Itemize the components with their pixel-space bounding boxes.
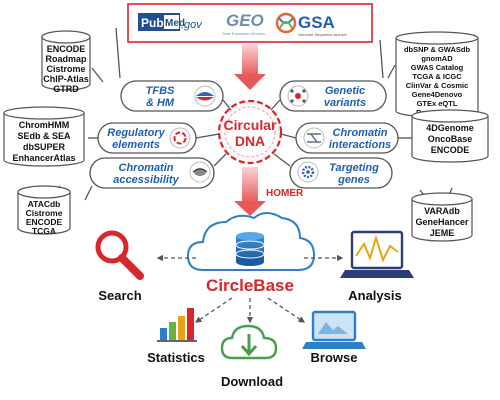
feature-arrows	[156, 254, 344, 324]
gsa-name: GSA	[298, 13, 335, 32]
browse-label: Browse	[311, 350, 358, 365]
analysis-label: Analysis	[348, 288, 401, 303]
sources-to-dna-arrow	[234, 44, 266, 90]
geo-name: GEO	[226, 11, 264, 30]
genetic-db-2: GWAS Catalog	[411, 63, 464, 72]
pubmed-logo: Pub Med .gov	[138, 13, 203, 31]
category-chromatin-interactions: Chromatin interactions	[295, 122, 399, 154]
targeting-label-line1: Targeting	[329, 162, 379, 174]
tfbs-db-1: Roadmap	[45, 54, 87, 64]
pubmed-med-text: Med	[165, 18, 185, 29]
regulatory-db-3: EnhancerAtlas	[12, 153, 75, 163]
homer-arrow: HOMER	[234, 167, 304, 216]
category-genetic-variants: Genetic variants	[279, 80, 387, 112]
gsa-logo: GSA Genome Sequence Archive	[275, 12, 347, 37]
tfbs-databases: ENCODE Roadmap Cistrome ChIP-Atlas GTRD	[41, 30, 91, 94]
targeting-db-0: VARAdb	[424, 206, 460, 216]
category-regulatory-elements: Regulatory elements	[97, 122, 197, 154]
search-label: Search	[98, 288, 141, 303]
database-icon	[235, 232, 265, 266]
laptop-icon	[302, 310, 366, 349]
bar-chart-icon	[157, 308, 197, 342]
search-feature[interactable]: Search	[95, 230, 144, 303]
pubmed-pub-text: Pub	[141, 16, 164, 30]
regulatory-db-2: dbSUPER	[23, 142, 66, 152]
gear-icon	[297, 161, 319, 183]
tfbs-label-line2: & HM	[146, 97, 175, 109]
accessibility-db-1: Cistrome	[26, 208, 63, 218]
genetic-db-1: gnomAD	[421, 54, 453, 63]
regulatory-db-1: SEdb & SEA	[17, 131, 71, 141]
targeting-label-line2: genes	[337, 174, 370, 186]
interactions-label-line1: Chromatin	[333, 127, 388, 139]
pubmed-suffix-text: .gov	[181, 19, 203, 31]
category-targeting-genes: Targeting genes	[289, 157, 393, 189]
recycle-icon	[169, 127, 191, 149]
gsa-caption: Genome Sequence Archive	[298, 32, 347, 37]
chromatin-interaction-databases: 4DGenome OncoBase ENCODE	[411, 109, 489, 163]
regulatory-label-line1: Regulatory	[107, 127, 165, 139]
accessibility-db-2: ENCODE	[26, 217, 63, 227]
regulatory-label-line2: elements	[112, 139, 160, 151]
statistics-label: Statistics	[147, 350, 205, 365]
homer-label: HOMER	[266, 188, 304, 199]
targeting-db-1: GeneHancer	[415, 217, 469, 227]
regulatory-db-0: ChromHMM	[19, 120, 70, 130]
statistics-feature[interactable]: Statistics	[147, 308, 205, 365]
interactions-label-line2: interactions	[329, 139, 391, 151]
interaction-icon	[303, 127, 325, 149]
genetic-label-line2: variants	[324, 97, 366, 109]
interaction-db-1: OncoBase	[428, 134, 473, 144]
accessibility-databases: ATACdb Cistrome ENCODE TCGA	[17, 185, 71, 236]
analysis-feature[interactable]: Analysis	[340, 230, 414, 303]
tfbs-db-4: GTRD	[53, 84, 79, 94]
nucleosome-icon	[189, 161, 211, 183]
geo-caption: Gene Expression Omnibus	[222, 32, 265, 36]
center-line2: DNA	[235, 133, 265, 149]
download-cloud-icon	[220, 324, 278, 360]
targeting-databases: VARAdb GeneHancer JEME	[411, 192, 473, 242]
accessibility-label-line2: accessibility	[113, 174, 179, 186]
circlebase-cloud: CircleBase	[186, 212, 316, 295]
interaction-db-2: ENCODE	[431, 145, 470, 155]
variant-icon	[287, 85, 309, 107]
search-icon	[95, 230, 144, 280]
center-line1: Circular	[224, 117, 277, 133]
category-chromatin-accessibility: Chromatin accessibility	[89, 157, 215, 189]
tfbs-db-3: ChIP-Atlas	[43, 74, 89, 84]
genetic-db-0: dbSNP & GWASdb	[404, 45, 471, 54]
circular-dna-node: Circular DNA	[217, 99, 283, 165]
genetic-label-line1: Genetic	[325, 85, 365, 97]
accessibility-label-line1: Chromatin	[119, 162, 174, 174]
category-tfbs-hm: TFBS & HM	[120, 80, 224, 112]
genetic-variant-databases: dbSNP & GWASdb gnomAD GWAS Catalog TCGA …	[395, 31, 479, 118]
accessibility-db-0: ATACdb	[28, 199, 61, 209]
regulatory-databases: ChromHMM SEdb & SEA dbSUPER EnhancerAtla…	[3, 106, 85, 167]
genetic-db-6: GTEx eQTL	[417, 99, 458, 108]
tfbs-db-2: Cistrome	[46, 64, 85, 74]
genetic-db-4: ClinVar & Cosmic	[406, 81, 469, 90]
genetic-db-3: TCGA & ICGC	[412, 72, 462, 81]
interaction-db-0: 4DGenome	[426, 123, 474, 133]
histone-icon	[194, 85, 216, 107]
targeting-db-2: JEME	[430, 228, 455, 238]
tfbs-label-line1: TFBS	[146, 85, 175, 97]
accessibility-db-3: TCGA	[32, 226, 56, 236]
browse-feature[interactable]: Browse	[302, 310, 366, 365]
download-label: Download	[221, 374, 283, 389]
geo-logo: GEO Gene Expression Omnibus	[222, 11, 265, 36]
tfbs-db-0: ENCODE	[47, 44, 86, 54]
data-sources-box: Pub Med .gov GEO Gene Expression Omnibus…	[127, 3, 373, 43]
laptop-chart-icon	[340, 230, 414, 278]
genetic-db-5: Gene4Denovo	[412, 90, 463, 99]
circlebase-title: CircleBase	[206, 276, 294, 295]
download-feature[interactable]: Download	[220, 324, 283, 389]
